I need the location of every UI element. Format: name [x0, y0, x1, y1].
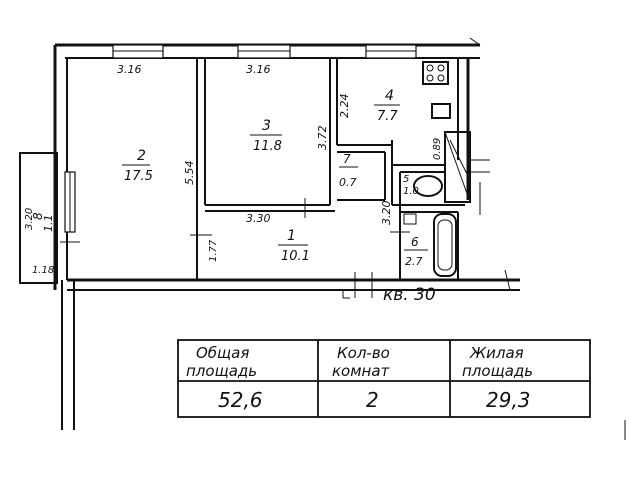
sink-icon	[431, 103, 451, 119]
dim-room1-height: 1.77	[208, 239, 219, 262]
room-3-number: 3	[262, 118, 271, 134]
room-6-number: 6	[411, 235, 419, 249]
dim-room4-small: 0.89	[432, 138, 443, 160]
value-living-area: 29,3	[486, 388, 531, 412]
value-room-count: 2	[366, 388, 379, 412]
dim-room2-height: 5.54	[183, 161, 196, 186]
dim-hall-height: 3.20	[380, 201, 393, 226]
room-4-area: 7.7	[377, 109, 398, 124]
dim-room4-height: 2.24	[338, 94, 351, 119]
dim-room3-height: 3.72	[316, 126, 329, 151]
summary-table: Общая площадь Кол-во комнат Жилая площад…	[177, 339, 591, 418]
header-room-count-line2: комнат	[332, 362, 391, 380]
washbasin-icon	[403, 213, 417, 225]
dimension-labels: 3.16 3.16 5.54 3.72 2.24 3.30 1.77 0.89 …	[24, 63, 443, 276]
header-total-area-line1: Общая	[196, 344, 249, 362]
room-5-area: 1.0	[403, 186, 419, 197]
room-4-number: 4	[385, 88, 394, 104]
value-total-area: 52,6	[218, 388, 263, 412]
header-total-area-line2: площадь	[186, 362, 257, 380]
balcony	[19, 152, 58, 284]
header-living-area-line2: площадь	[462, 362, 533, 380]
room-2-area: 17.5	[124, 169, 153, 184]
room-6-area: 2.7	[405, 255, 423, 268]
apartment-label: кв. 30	[383, 285, 436, 305]
toilet-icon	[413, 175, 443, 197]
room-8-number: 8	[31, 212, 45, 220]
room-3-area: 11.8	[253, 139, 282, 154]
room-7-area: 0.7	[339, 176, 357, 189]
room-1-area: 10.1	[281, 249, 310, 264]
bathtub-icon	[433, 213, 457, 277]
stove-icon	[422, 61, 449, 85]
header-room-count-line1: Кол-во	[337, 344, 390, 362]
bathroom-fixtures	[403, 175, 457, 277]
windows	[64, 44, 417, 233]
vent-shaft-icon	[444, 131, 471, 203]
room-2-number: 2	[137, 148, 146, 164]
dim-balcony-height: 3.20	[24, 208, 35, 230]
room-8-area: 1.1	[42, 215, 55, 233]
room-labels: 2 17.5 3 11.8 4 7.7 1 10.1 7 0.7 5 1.0 6…	[31, 88, 428, 268]
dim-balcony-width: 1.18	[32, 265, 54, 276]
kitchen-fixtures	[422, 61, 490, 215]
dim-room3-top: 3.16	[246, 63, 271, 76]
room-5-number: 5	[403, 174, 409, 185]
header-living-area-line1: Жилая	[469, 344, 524, 362]
dim-room2-top: 3.16	[117, 63, 142, 76]
room-7-number: 7	[343, 152, 351, 166]
interior-walls	[60, 58, 511, 299]
dim-room1-width: 3.30	[246, 212, 271, 225]
room-1-number: 1	[287, 228, 296, 244]
